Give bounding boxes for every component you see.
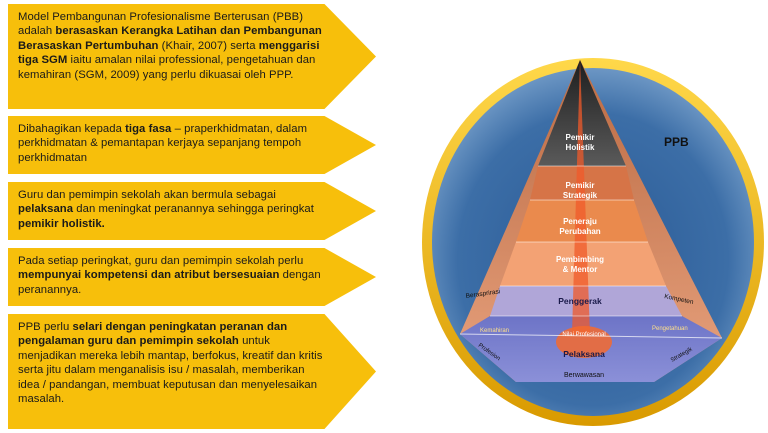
box-text-segment: Guru dan pemimpin sekolah akan bermula s… xyxy=(18,189,276,201)
pyramid-peak xyxy=(538,60,626,166)
box-text-segment: menggarisi tiga SGM xyxy=(18,39,320,67)
box-text-segment: dengan peranannya. xyxy=(18,269,321,296)
box-text-segment: pelaksana xyxy=(18,203,74,216)
side-label-left-upper: Berasprirasi xyxy=(465,288,500,300)
box-text-segment: Pada setiap peringkat, guru dan pemimpin… xyxy=(18,255,304,267)
side-label-left-mid: Kemahiran xyxy=(480,328,509,334)
base-label: Berwawasan xyxy=(564,372,604,379)
center-band-label: Nilai Profesional xyxy=(562,332,605,338)
box-text-segment: Model Pembangunan Profesionalisme Berter… xyxy=(18,11,304,38)
box-text-segment: Dibahagikan kepada xyxy=(18,123,126,135)
box-text-segment: (Khair, 2007) serta xyxy=(158,39,259,52)
info-box-competency: Pada setiap peringkat, guru dan pemimpin… xyxy=(8,248,376,306)
info-box-pbb-model: Model Pembangunan Profesionalisme Berter… xyxy=(8,4,376,109)
box-text-segment: tiga fasa xyxy=(125,123,172,135)
tier-label-mentor: Pembimbing& Mentor xyxy=(556,255,604,274)
box-text-segment: PPB perlu xyxy=(18,321,73,333)
box-text-segment: iaitu amalan nilai professional, pengeta… xyxy=(18,54,316,81)
ppb-title: PPB xyxy=(664,135,689,149)
info-box-three-phases: Dibahagikan kepada tiga fasa – praperkhi… xyxy=(8,116,376,174)
box-text-segment: dan meningkat peranannya sehingga pering… xyxy=(73,203,314,216)
base-glow xyxy=(556,326,612,358)
info-box-ppb-alignment: PPB perlu selari dengan peningkatan pera… xyxy=(8,314,376,429)
box-text-segment: pemikir holistik. xyxy=(18,217,105,230)
tier-label-penggerak: Penggerak xyxy=(558,296,602,306)
box-text-segment: selari dengan peningkatan peranan dan pe… xyxy=(18,321,288,348)
light-beam xyxy=(572,60,590,334)
side-label-right-mid: Pengetahuan xyxy=(652,326,688,332)
box-text-segment: berasaskan Kerangka Latihan dan Pembangu… xyxy=(18,25,322,52)
box-text-segment: mempunyai kompetensi dan atribut bersesu… xyxy=(18,269,280,282)
tier-label-pelaksana: Pelaksana xyxy=(563,349,605,359)
info-box-career-progression: Guru dan pemimpin sekolah akan bermula s… xyxy=(8,182,376,240)
box-text-segment: untuk menjadikan mereka lebih mantap, be… xyxy=(18,335,323,406)
box-text-segment: – praperkhidmatan, dalam perkhidmatan & … xyxy=(18,123,308,164)
